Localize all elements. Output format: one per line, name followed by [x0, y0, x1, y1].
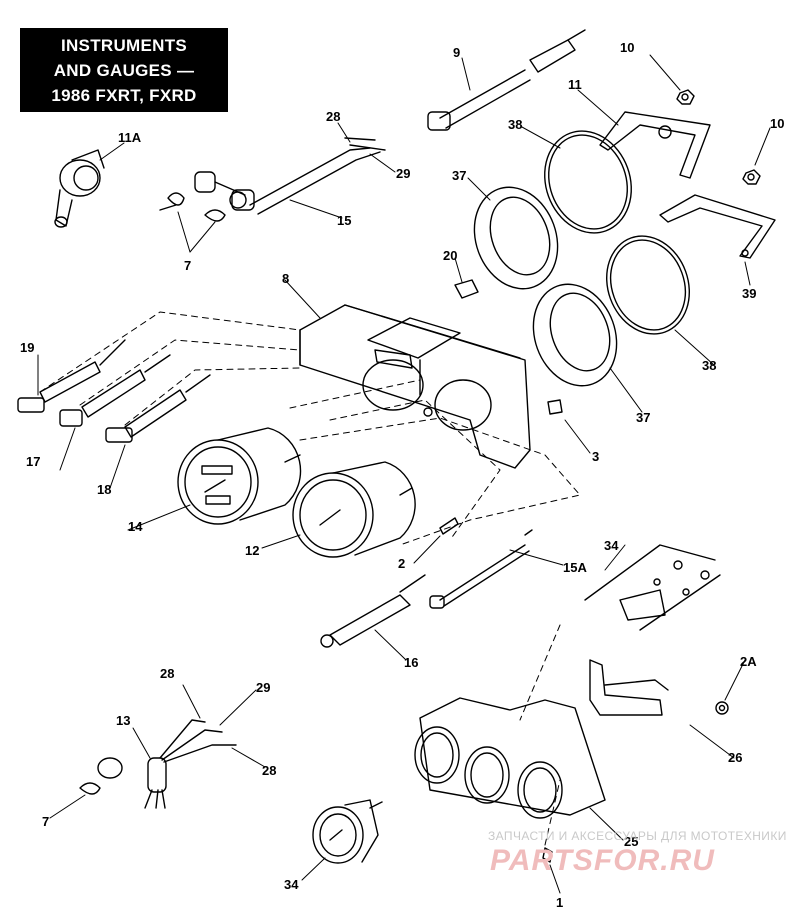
callout-12: 12 — [245, 543, 259, 558]
part-3-clip — [547, 399, 563, 415]
part-14-gauge — [177, 427, 302, 525]
title-line: 1986 FXRT, FXRD — [51, 85, 197, 105]
part-16-cable — [320, 574, 426, 648]
part-15-harness — [159, 137, 386, 222]
callout-11: 11 — [568, 77, 582, 92]
callout-38: 38 — [508, 117, 522, 132]
callout-39: 39 — [742, 286, 756, 301]
callout-2: 2 — [398, 556, 405, 571]
part-34-plate — [584, 544, 721, 631]
callout-37: 37 — [636, 410, 650, 425]
part-2-screw — [439, 517, 459, 535]
part-38-ring — [544, 130, 632, 234]
callout-17: 17 — [26, 454, 40, 469]
callout-26: 26 — [728, 750, 742, 765]
callout-1: 1 — [556, 895, 563, 910]
callout-8: 8 — [282, 271, 289, 286]
callout-19: 19 — [20, 340, 34, 355]
callout-28: 28 — [160, 666, 174, 681]
callout-34: 34 — [604, 538, 619, 553]
part-1-screw — [542, 847, 553, 863]
watermark-tagline: ЗАПЧАСТИ И АКСЕССУАРЫ ДЛЯ МОТОТЕХНИКИ — [488, 829, 787, 843]
callout-9: 9 — [453, 45, 460, 60]
callout-37: 37 — [452, 168, 466, 183]
part-2a-nut — [715, 701, 729, 715]
callout-25: 25 — [624, 834, 638, 849]
part-37-bezel — [473, 186, 559, 290]
callout-3: 3 — [592, 449, 599, 464]
part-26-bracket — [589, 659, 669, 716]
callout-20: 20 — [443, 248, 457, 263]
part-11a-socket — [54, 149, 105, 228]
part-20-clip — [454, 279, 479, 299]
part-13-harness — [79, 719, 237, 809]
callout-38: 38 — [702, 358, 716, 373]
callout-11a: 11A — [118, 130, 142, 145]
title-line: INSTRUMENTS — [60, 35, 188, 55]
part-18-lamp — [105, 374, 211, 443]
part-12-gauge — [292, 461, 416, 558]
callout-18: 18 — [97, 482, 111, 497]
title-box: INSTRUMENTS AND GAUGES — 1986 FXRT, FXRD — [20, 28, 228, 112]
callout-15: 15 — [337, 213, 351, 228]
part-10-nut — [676, 89, 695, 105]
watermark-brand: PARTSFOR.RU — [490, 844, 715, 877]
title-line: AND GAUGES — — [53, 60, 195, 80]
callout-7: 7 — [184, 258, 191, 273]
callout-29: 29 — [396, 166, 410, 181]
callout-10: 10 — [620, 40, 634, 55]
part-19-lamp — [17, 339, 126, 413]
callout-13: 13 — [116, 713, 130, 728]
part-15a-cable — [429, 529, 533, 609]
callout-28: 28 — [262, 763, 276, 778]
part-25-housing — [414, 697, 606, 819]
part-37-bezel — [532, 283, 618, 387]
part-17-lamp — [59, 354, 171, 427]
part-8-housing — [299, 304, 531, 469]
callout-34: 34 — [284, 877, 299, 892]
part-9-cable — [427, 29, 586, 131]
part-11-bracket — [599, 111, 711, 179]
part-38-ring — [606, 235, 690, 335]
callout-16: 16 — [404, 655, 418, 670]
callout-29: 29 — [256, 680, 270, 695]
callout-14: 14 — [128, 519, 143, 534]
callout-15a: 15A — [563, 560, 587, 575]
leader-lines — [37, 54, 771, 894]
callout-10: 10 — [770, 116, 784, 131]
callout-28: 28 — [326, 109, 340, 124]
part-39-bracket — [659, 194, 776, 259]
part-10-nut — [742, 169, 761, 185]
part-34-gauge — [312, 799, 383, 864]
callout-2a: 2A — [740, 654, 757, 669]
callout-7: 7 — [42, 814, 49, 829]
